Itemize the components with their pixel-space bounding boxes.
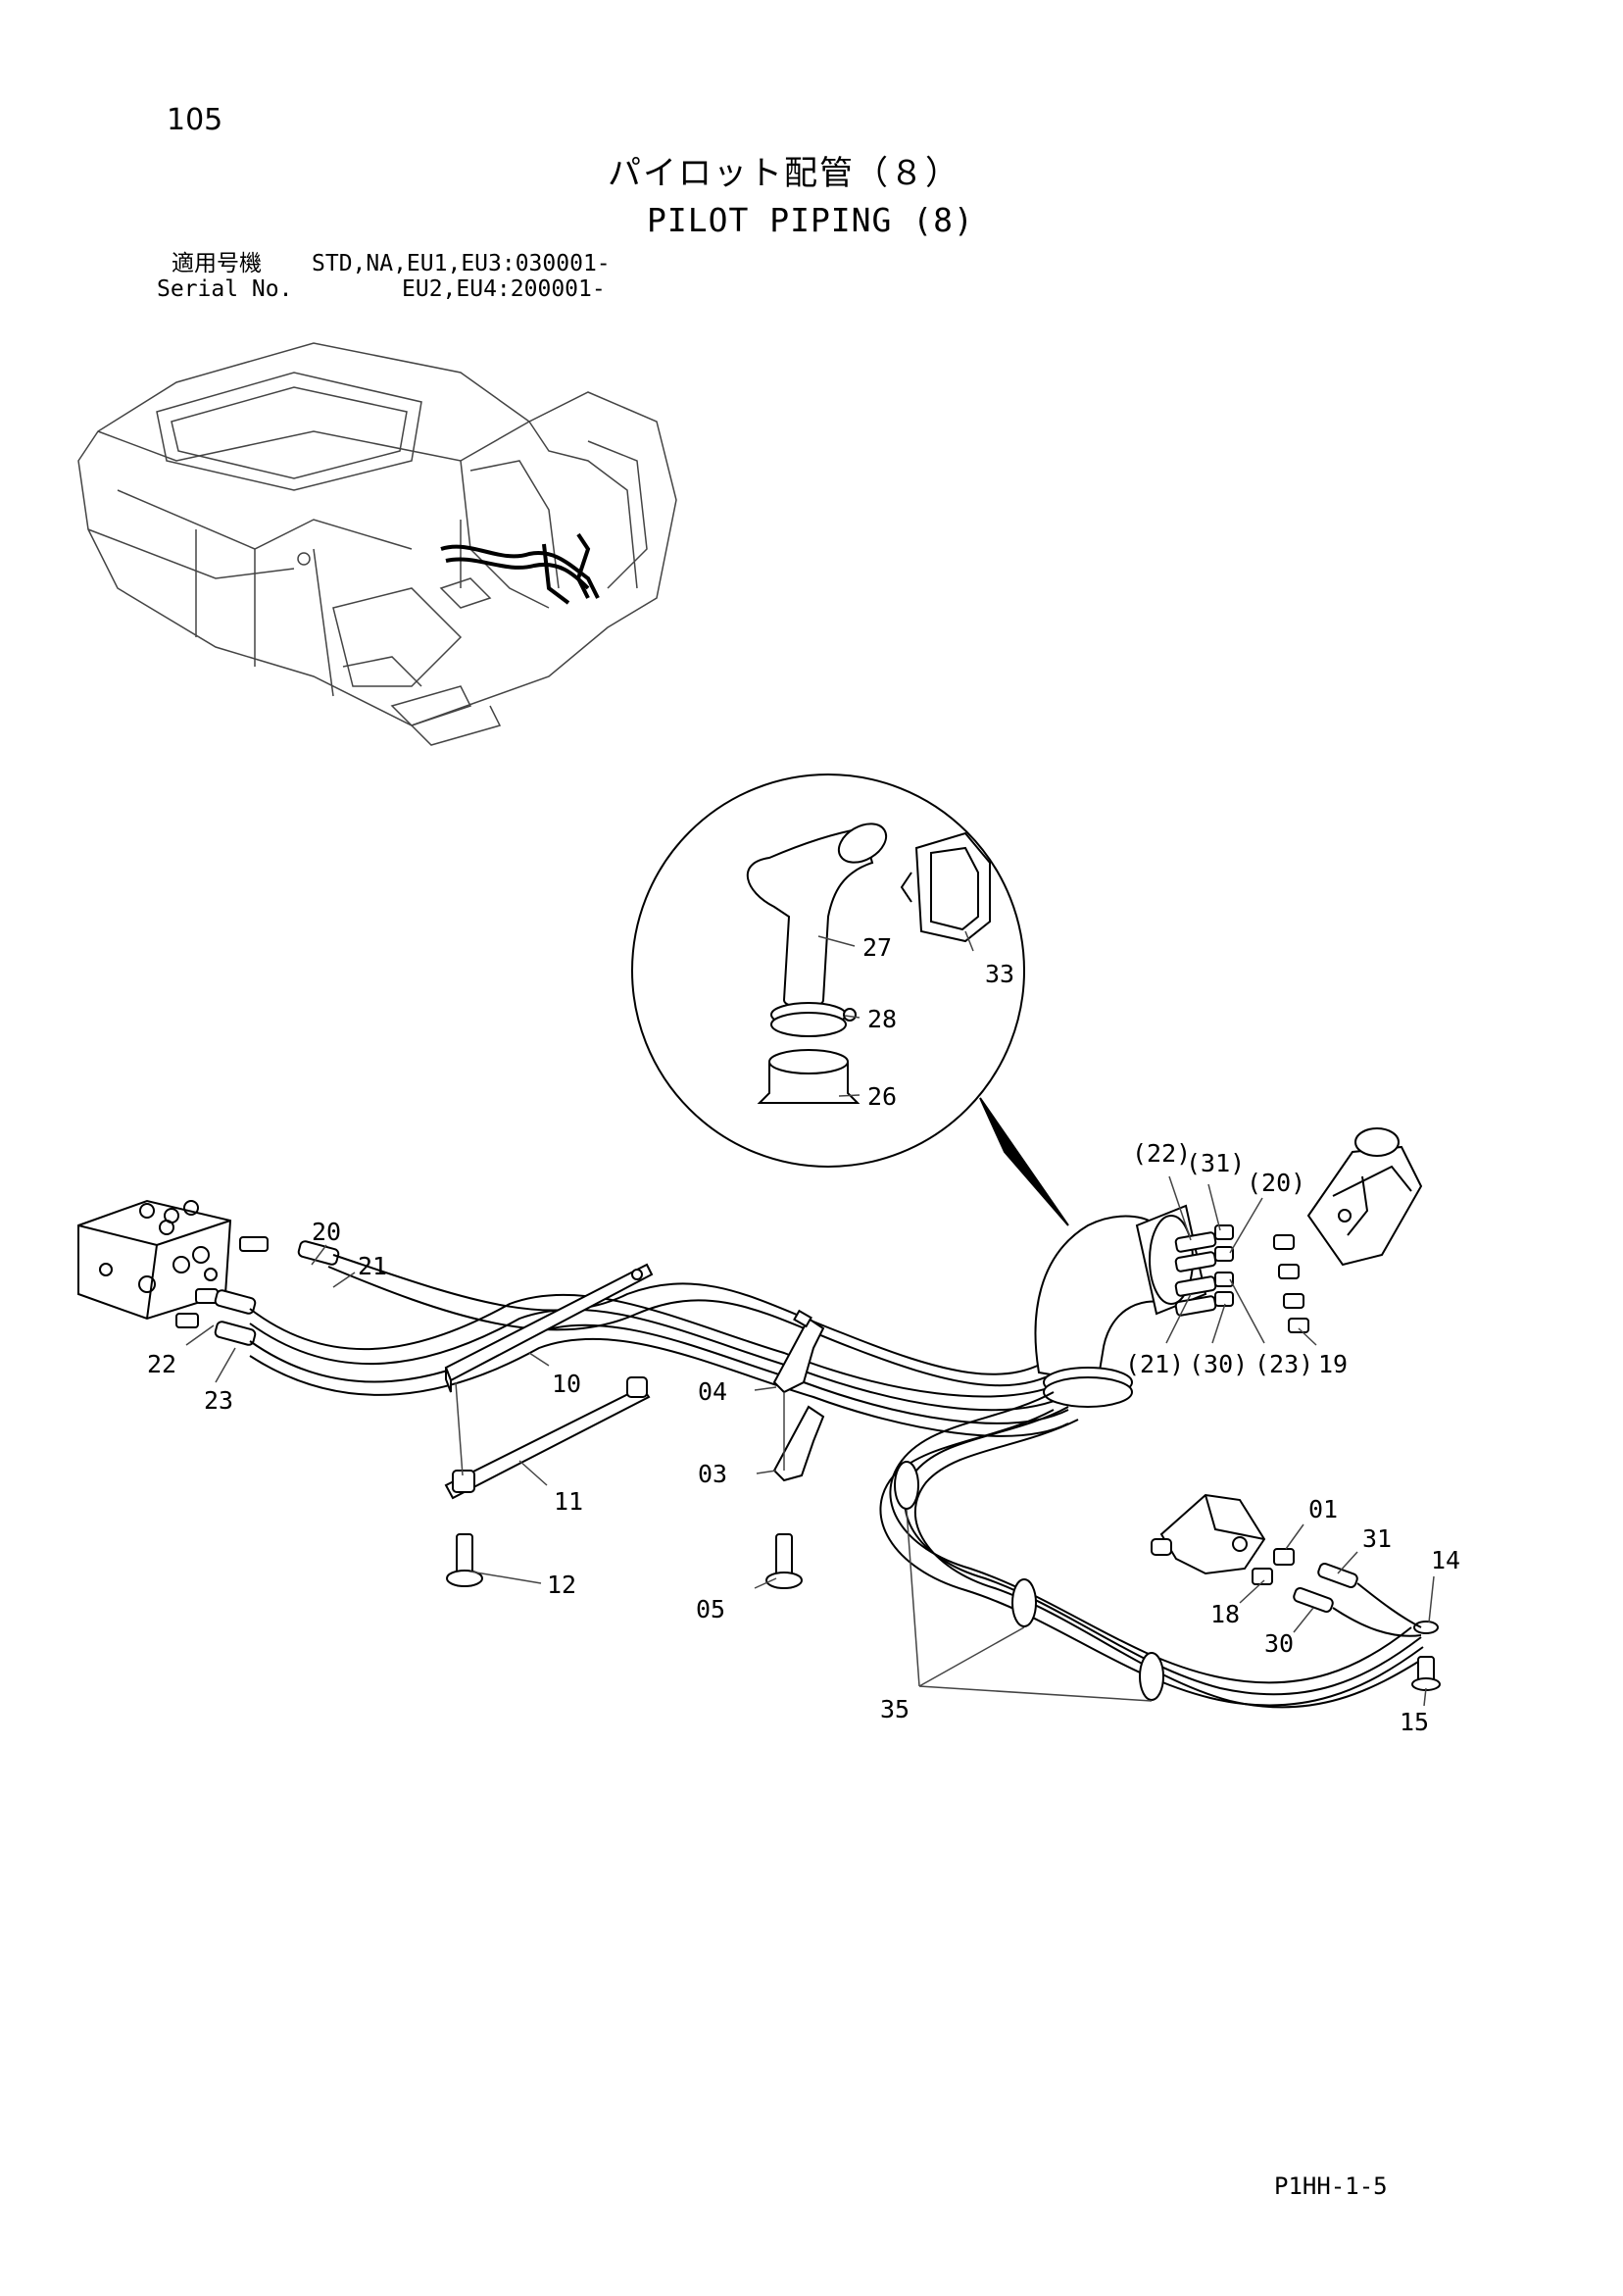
bolt-12 [446,1533,483,1587]
callout-10: 10 [552,1370,581,1398]
callout-31-paren: (31) [1186,1149,1245,1177]
callout-20-paren: (20) [1247,1169,1305,1197]
clamp-plate-11 [444,1376,651,1500]
hose-bundle [249,1254,1069,1437]
callout-03: 03 [698,1460,727,1488]
page-number: 105 [167,103,223,137]
callout-22: 22 [147,1350,176,1378]
title-japanese: パイロット配管（８） [608,154,960,193]
callout-21: 21 [358,1252,387,1280]
lower-hose-loop [879,1391,1427,1709]
callout-30: 30 [1264,1629,1294,1658]
serial-label-en: Serial No. [157,276,293,302]
callout-22-paren: (22) [1132,1139,1191,1168]
callout-15: 15 [1400,1708,1429,1736]
callout-20: 20 [312,1218,341,1246]
callout-23-paren: (23) [1254,1350,1313,1378]
callout-11: 11 [554,1487,583,1516]
callout-05: 05 [696,1595,725,1623]
callout-35: 35 [880,1695,910,1723]
callout-31: 31 [1362,1524,1392,1553]
callout-18: 18 [1210,1600,1240,1628]
hose-clips-35 [894,1461,1164,1701]
callout-21-paren: (21) [1125,1350,1184,1378]
callout-30-paren: (30) [1189,1350,1248,1378]
clamp-03 [772,1405,825,1482]
serial-label-jp: 適用号機 [172,251,262,276]
callout-14: 14 [1431,1546,1460,1574]
callout-23: 23 [204,1386,233,1415]
footer-code: P1HH-1-5 [1274,2172,1388,2200]
callout-27: 27 [862,933,892,962]
serial-line-2: EU2,EU4:200001- [402,276,606,302]
detail-magnifier [631,774,1069,1226]
callout-26: 26 [867,1082,897,1111]
fittings-left [175,1236,340,1346]
callout-19: 19 [1318,1350,1348,1378]
clamp-plate-10 [444,1263,654,1393]
pilot-valve-lower [1151,1493,1266,1575]
leader-lines [185,930,1435,1707]
callout-01: 01 [1308,1495,1338,1523]
title-english: PILOT PIPING (8) [647,201,974,239]
callout-04: 04 [698,1377,727,1406]
connector-cluster [1174,1224,1309,1333]
callout-33: 33 [985,960,1014,988]
callout-labels: 27 28 26 33 20 21 22 23 10 11 12 04 03 0… [147,933,1460,1736]
excavator-overview-drawing [77,342,677,746]
fittings-lower-right [1252,1548,1441,1691]
callout-28: 28 [867,1005,897,1033]
serial-line-1: STD,NA,EU1,EU3:030001- [312,251,611,276]
highlighted-pilot-lines [440,532,600,605]
bolt-05 [765,1533,803,1589]
pilot-valve-right [1306,1127,1423,1267]
callout-12: 12 [547,1571,576,1599]
